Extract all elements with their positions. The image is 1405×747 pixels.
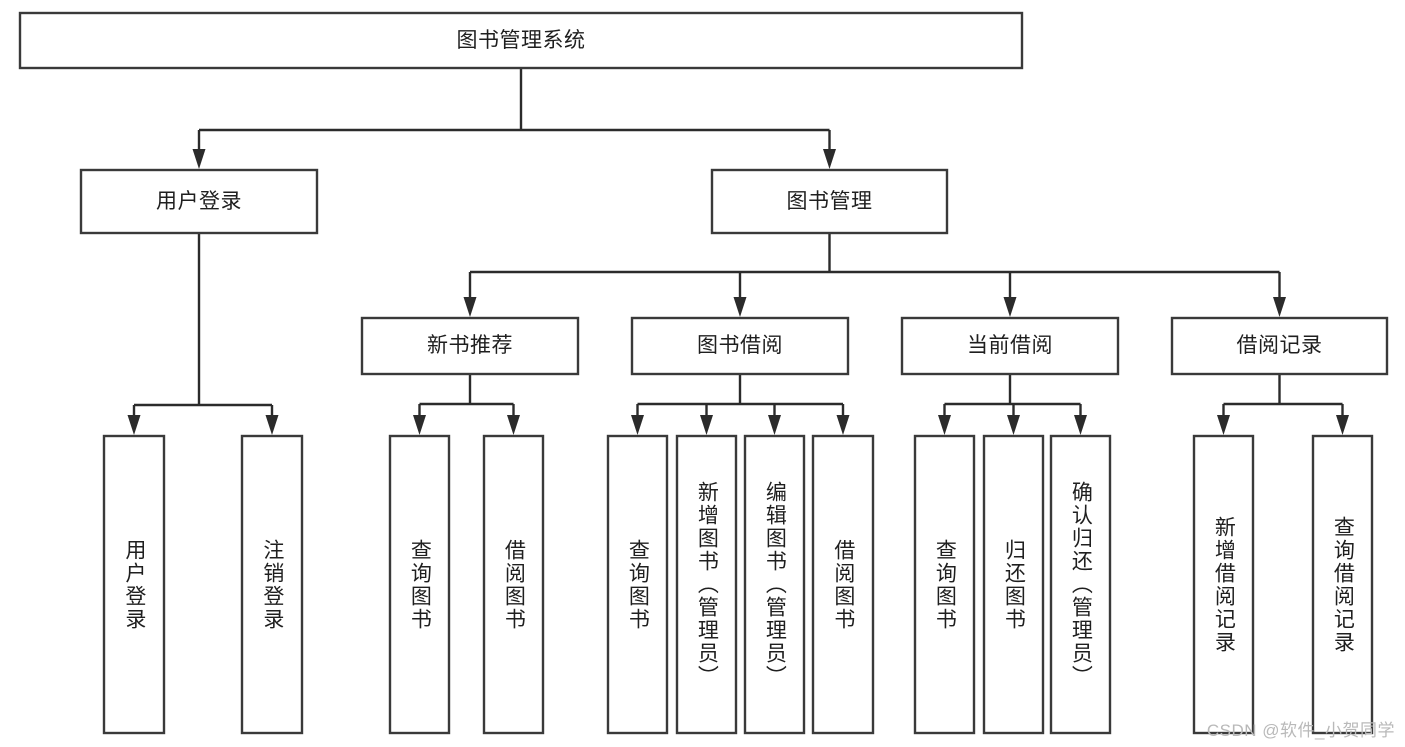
arrow-head-leaf-query-book-2: [631, 415, 644, 435]
node-box-leaf-return-book[interactable]: [982, 434, 1045, 735]
node-box-leaf-logout[interactable]: [240, 434, 304, 735]
node-box-leaf-borrow-book-2[interactable]: [811, 434, 875, 735]
node-box-leaf-user-login[interactable]: [102, 434, 166, 735]
node-box-leaf-query-book-2[interactable]: [606, 434, 669, 735]
node-box-borrow-record[interactable]: [1170, 316, 1389, 376]
node-box-leaf-edit-book[interactable]: [743, 434, 806, 735]
arrow-head-leaf-add-book: [700, 415, 713, 435]
arrow-head-leaf-query-book-3: [938, 415, 951, 435]
edge-group-user-login: [127, 233, 279, 435]
arrow-head-leaf-borrow-book-1: [507, 415, 520, 435]
arrow-head-leaf-add-record: [1217, 415, 1230, 435]
arrow-head-leaf-user-login: [127, 415, 141, 435]
arrow-head-leaf-logout: [265, 415, 279, 435]
arrow-head-leaf-confirm-return: [1074, 415, 1087, 435]
edge-group-new-book-rec: [413, 374, 520, 435]
node-box-user-login[interactable]: [79, 168, 319, 235]
node-box-leaf-borrow-book-1[interactable]: [482, 434, 545, 735]
node-box-new-book-rec[interactable]: [360, 316, 580, 376]
node-box-root[interactable]: [18, 11, 1024, 70]
node-box-leaf-query-record[interactable]: [1311, 434, 1374, 735]
arrow-head-leaf-query-book-1: [413, 415, 426, 435]
arrow-head-book-borrow: [733, 297, 747, 317]
edge-group-book-manage: [463, 233, 1286, 317]
node-box-leaf-query-book-3[interactable]: [913, 434, 976, 735]
edge-group-current-borrow: [938, 374, 1087, 435]
arrow-head-current-borrow: [1003, 297, 1017, 317]
node-box-leaf-query-book-1[interactable]: [388, 434, 451, 735]
node-box-leaf-add-book[interactable]: [675, 434, 738, 735]
node-box-leaf-add-record[interactable]: [1192, 434, 1255, 735]
node-box-book-borrow[interactable]: [630, 316, 850, 376]
node-box-current-borrow[interactable]: [900, 316, 1120, 376]
arrow-head-book-manage: [823, 149, 836, 169]
arrow-head-borrow-record: [1273, 297, 1286, 317]
arrow-head-leaf-edit-book: [768, 415, 781, 435]
arrow-head-new-book-rec: [463, 297, 477, 317]
edge-group-book-borrow: [631, 374, 850, 435]
arrow-head-leaf-query-record: [1336, 415, 1349, 435]
arrow-head-user-login: [192, 149, 206, 169]
edge-group-root: [192, 68, 836, 169]
arrow-head-leaf-return-book: [1007, 415, 1020, 435]
arrow-head-leaf-borrow-book-2: [836, 415, 850, 435]
edge-group-borrow-record: [1217, 374, 1349, 435]
node-box-book-manage[interactable]: [710, 168, 949, 235]
node-box-leaf-confirm-return[interactable]: [1049, 434, 1112, 735]
watermark-text: CSDN @软件_小贺同学: [1206, 721, 1395, 740]
